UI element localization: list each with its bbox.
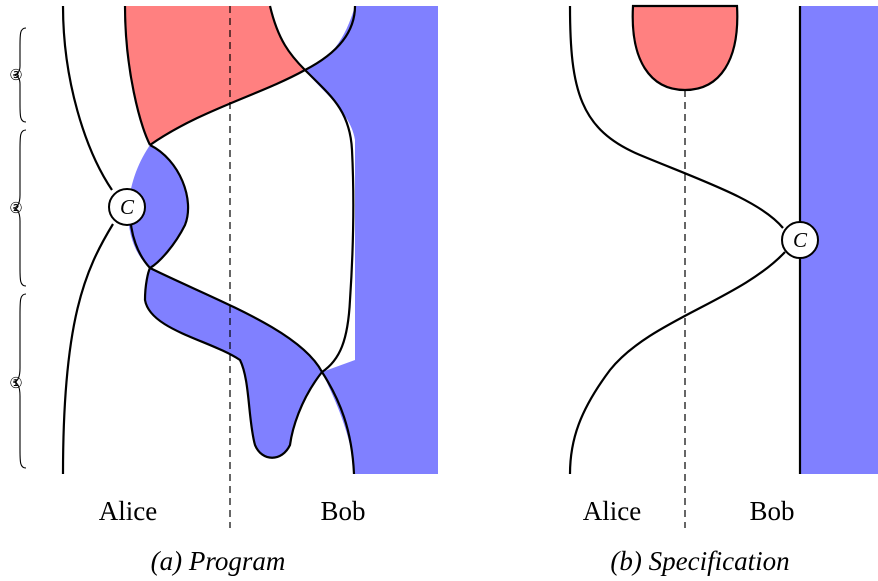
alice-wire-lower <box>61 223 114 475</box>
bob-curve-top <box>304 69 355 373</box>
bob-wire-lower <box>321 371 356 475</box>
red-boundary-left <box>123 5 151 146</box>
red-region <box>125 6 305 145</box>
brace-phase-1 <box>12 293 27 469</box>
crossing-curve-top <box>149 5 357 146</box>
spec-node-c-label: C <box>793 228 808 252</box>
panel-program: C ③ ② ① Alice Bob (a) Program <box>9 5 438 576</box>
node-c-label: C <box>120 195 135 219</box>
blue-region-node <box>128 145 189 268</box>
spec-node-c: C <box>781 221 819 259</box>
brace-phase-3 <box>12 27 27 123</box>
node-c: C <box>108 188 146 226</box>
phase-3-label: ③ <box>9 66 22 84</box>
blue-region-link <box>322 360 355 474</box>
lens-right <box>149 144 190 269</box>
blue-region-lower <box>145 268 322 458</box>
spec-alice-wire-upper <box>568 5 784 229</box>
red-boundary-right <box>268 5 306 71</box>
bob-label-b: Bob <box>749 496 794 526</box>
caption-specification: (b) Specification <box>610 546 789 576</box>
blue-region-top <box>305 6 355 140</box>
lower-blob-outline <box>143 267 324 459</box>
spec-red-region <box>631 4 739 92</box>
brace-phase-2 <box>12 129 27 287</box>
phase-2-label: ② <box>9 199 22 217</box>
spec-alice-wire-lower <box>568 251 786 475</box>
alice-label-b: Alice <box>583 496 641 526</box>
caption-program: (a) Program <box>151 546 286 576</box>
bob-label-a: Bob <box>320 496 365 526</box>
alice-wire-upper <box>61 5 113 191</box>
alice-label-a: Alice <box>99 496 157 526</box>
phase-1-label: ① <box>9 374 22 392</box>
phase-braces: ③ ② ① <box>9 27 27 469</box>
blue-column <box>355 6 438 474</box>
panel-specification: C Alice Bob (b) Specification <box>568 4 878 576</box>
